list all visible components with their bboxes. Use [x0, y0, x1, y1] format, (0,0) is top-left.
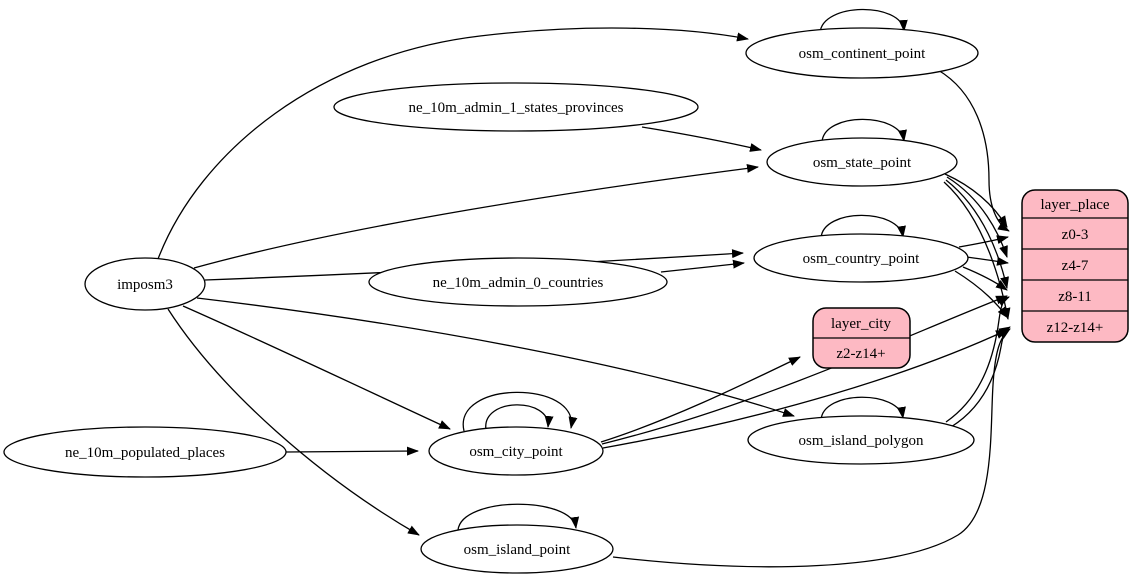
edges: [157, 8, 1011, 568]
edge-osm_country_point-z12-z14: [954, 270, 1009, 319]
record-layer_place-row-z12-z14: z12-z14+: [1047, 320, 1104, 336]
node-imposm3-label: imposm3: [117, 277, 173, 293]
edge-osm_city_point-z8-11: [601, 295, 1008, 445]
node-osm_continent_point-shape: [745, 27, 979, 79]
edge-imposm3-osm_city_point: [182, 305, 451, 430]
node-ne_10m_admin_1_states_provinces: ne_10m_admin_1_states_provinces: [333, 82, 699, 132]
edge-imposm3-osm_continent_point: [157, 27, 749, 260]
record-layer_place-row-z4-7: z4-7: [1062, 258, 1089, 274]
edge-ne_10m_populated_places-osm_city_point: [285, 446, 419, 456]
node-osm_country_point-label: osm_country_point: [803, 251, 920, 267]
edge-osm_country_point-z0-3: [958, 235, 1009, 248]
edge-imposm3-osm_island_polygon: [196, 297, 795, 417]
selfloop-osm_continent_point: [819, 8, 908, 34]
node-osm_continent_point: osm_continent_point: [745, 27, 979, 79]
edge-imposm3-osm_island_point: [167, 308, 420, 536]
edge-osm_country_point-z4-7: [965, 256, 1009, 266]
selfloop-osm_island_polygon: [820, 396, 906, 421]
node-osm_city_point-shape: [428, 426, 604, 476]
node-imposm3: imposm3: [84, 257, 206, 311]
record-layer_place-row-z0-3: z0-3: [1062, 227, 1089, 243]
node-ne_10m_populated_places-shape: [3, 426, 287, 478]
edge-osm_state_point-z8-11: [945, 179, 1009, 289]
node-osm_city_point: osm_city_point: [428, 426, 604, 476]
node-osm_island_point-label: osm_island_point: [464, 542, 572, 558]
record-layer_city-row-z2-z14: z2-z14+: [836, 346, 885, 362]
node-osm_country_point: osm_country_point: [753, 233, 969, 283]
record-layer_place-title: layer_place: [1040, 197, 1109, 213]
edge-osm_country_point-z8-11: [962, 266, 1008, 291]
node-ne_10m_populated_places: ne_10m_populated_places: [3, 426, 287, 478]
node-ne_10m_admin_0_countries-label: ne_10m_admin_0_countries: [433, 275, 604, 291]
record-layer_city: layer_city z2-z14+: [812, 307, 911, 369]
edge-osm_city_point-z12-z14: [602, 329, 1008, 449]
edge-osm_island_polygon-z8-11: [945, 296, 1010, 423]
node-osm_city_point-label: osm_city_point: [469, 444, 563, 460]
selfloop-osm_city_point-outer: [462, 391, 578, 432]
node-osm_island_polygon: osm_island_polygon: [747, 415, 975, 465]
node-ne_10m_admin_1_states_provinces-label: ne_10m_admin_1_states_provinces: [409, 100, 624, 116]
node-ne_10m_admin_1_states_provinces-shape: [333, 82, 699, 132]
edge-osm_city_point-layer_city: [600, 356, 801, 443]
record-layer_place-box: [1021, 189, 1129, 343]
edge-osm_state_point-z0-3: [944, 173, 1008, 228]
edge-osm_state_point-z4-7: [946, 176, 1008, 258]
node-osm_island_polygon-shape: [747, 415, 975, 465]
node-osm_island_point: osm_island_point: [420, 524, 614, 574]
edge-osm_island_point-z12-z14: [612, 328, 1011, 568]
edge-osm_state_point-z12-z14: [943, 181, 1011, 320]
record-layer_place-row-z8-11: z8-11: [1058, 289, 1092, 305]
node-imposm3-shape: [84, 257, 206, 311]
selfloop-osm_country_point: [820, 214, 906, 239]
edge-ne_10m_admin_0_countries-osm_country_point: [660, 259, 745, 273]
edge-imposm3-osm_state_point: [193, 163, 759, 269]
node-ne_10m_populated_places-label: ne_10m_populated_places: [65, 445, 225, 461]
node-osm_country_point-shape: [753, 233, 969, 283]
selfloop-osm_city_point-inner: [485, 404, 554, 431]
record-layer_place: layer_place z0-3 z4-7 z8-11 z12-z14+: [1021, 189, 1129, 343]
edge-ne_10m_admin_1_states_provinces-osm_state_point: [641, 126, 762, 152]
node-osm_state_point-shape: [766, 137, 958, 187]
node-osm_island_point-shape: [420, 524, 614, 574]
node-osm_island_polygon-label: osm_island_polygon: [798, 433, 924, 449]
selfloop-osm_island_point: [457, 503, 580, 531]
node-ne_10m_admin_0_countries: ne_10m_admin_0_countries: [368, 257, 668, 307]
selfloop-osm_state_point: [821, 118, 907, 143]
node-osm_state_point: osm_state_point: [766, 137, 958, 187]
node-ne_10m_admin_0_countries-shape: [368, 257, 668, 307]
node-osm_state_point-label: osm_state_point: [813, 155, 912, 171]
edge-osm_continent_point-z0-3: [937, 69, 1010, 232]
record-layer_city-title: layer_city: [831, 316, 891, 332]
node-osm_continent_point-label: osm_continent_point: [799, 46, 926, 62]
